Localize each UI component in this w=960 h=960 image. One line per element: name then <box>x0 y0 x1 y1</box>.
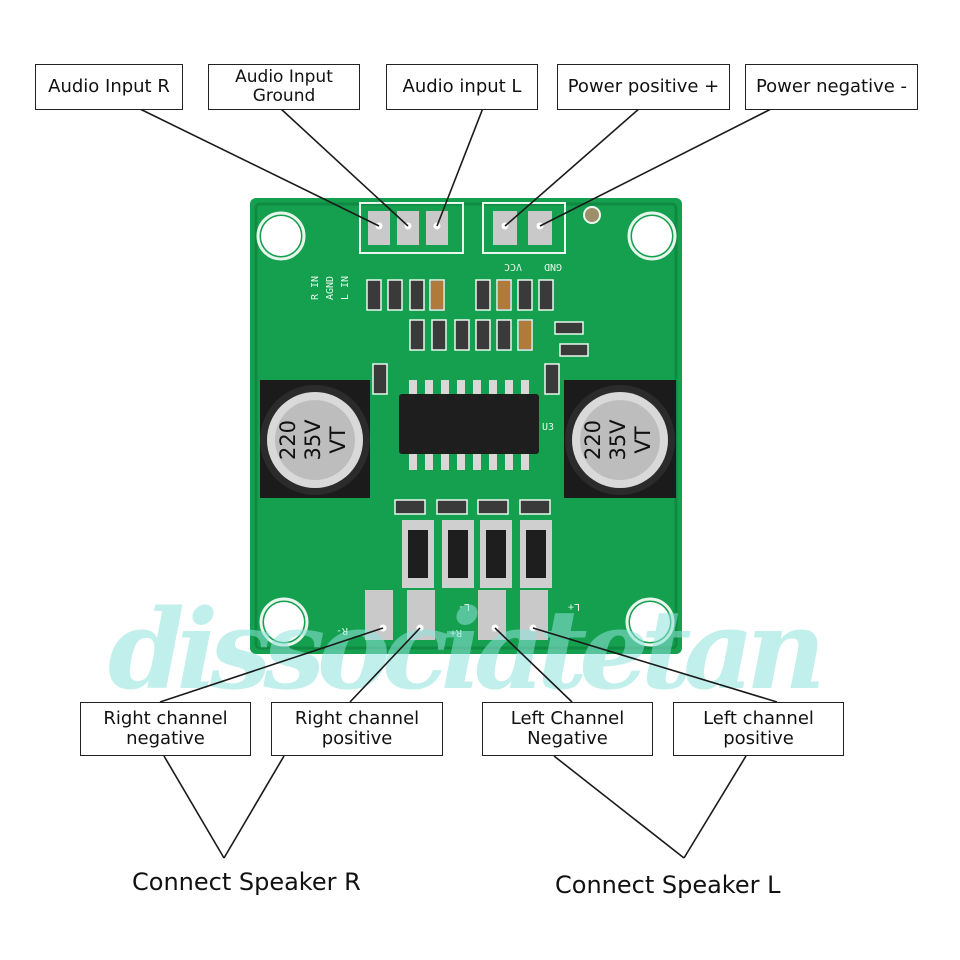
output-pad <box>407 590 435 640</box>
silk-r-minus: R- <box>336 625 348 636</box>
silk-r-plus: R+ <box>450 627 462 638</box>
label-left-channel-negative: Left Channel Negative <box>482 702 653 756</box>
silk-r-in: R IN <box>310 276 321 300</box>
capacitor-left: 220 35V VT <box>260 380 370 498</box>
amplifier-ic: U3 <box>399 380 554 470</box>
silk-vcc: VCC <box>504 261 522 272</box>
ceramic-caps <box>431 281 531 349</box>
label-audio-input-r: Audio Input R <box>35 64 183 110</box>
silk-l-minus: L- <box>458 601 470 612</box>
input-pad <box>426 211 448 245</box>
cap-left-value: 220 <box>276 420 300 460</box>
label-audio-input-l: Audio input L <box>386 64 538 110</box>
power-pad <box>493 211 517 245</box>
power-pad <box>528 211 552 245</box>
capacitor-right: 220 35V VT <box>564 380 676 498</box>
output-inductors <box>394 499 552 588</box>
cap-left-voltage: 35V <box>301 419 325 461</box>
mounting-hole <box>256 211 306 261</box>
pcb-board: R IN AGND L IN VCC GND <box>250 198 682 654</box>
silk-l-plus: L+ <box>568 601 580 612</box>
leader-lines <box>137 107 778 859</box>
input-pad <box>368 211 390 245</box>
label-left-channel-positive: Left channel positive <box>673 702 844 756</box>
cap-right-series: VT <box>631 426 655 453</box>
label-connect-speaker-r: Connect Speaker R <box>132 868 361 896</box>
label-connect-speaker-l: Connect Speaker L <box>555 871 781 899</box>
silk-gnd: GND <box>544 261 562 272</box>
input-pad <box>397 211 419 245</box>
mounting-hole <box>625 597 675 647</box>
label-audio-input-ground: Audio Input Ground <box>208 64 360 110</box>
smd-components <box>366 279 589 395</box>
mounting-hole <box>627 211 677 261</box>
silk-agnd: AGND <box>325 276 336 300</box>
silk-l-in: L IN <box>340 276 351 300</box>
chip-label: U3 <box>542 422 554 433</box>
cap-right-voltage: 35V <box>606 419 630 461</box>
label-power-negative: Power negative - <box>745 64 918 110</box>
cap-right-value: 220 <box>581 420 605 460</box>
mounting-hole <box>259 597 309 647</box>
watermark: dissociatetan <box>108 585 828 714</box>
label-right-channel-negative: Right channel negative <box>80 702 251 756</box>
cap-left-series: VT <box>326 426 350 453</box>
label-right-channel-positive: Right channel positive <box>271 702 443 756</box>
label-power-positive: Power positive + <box>557 64 730 110</box>
